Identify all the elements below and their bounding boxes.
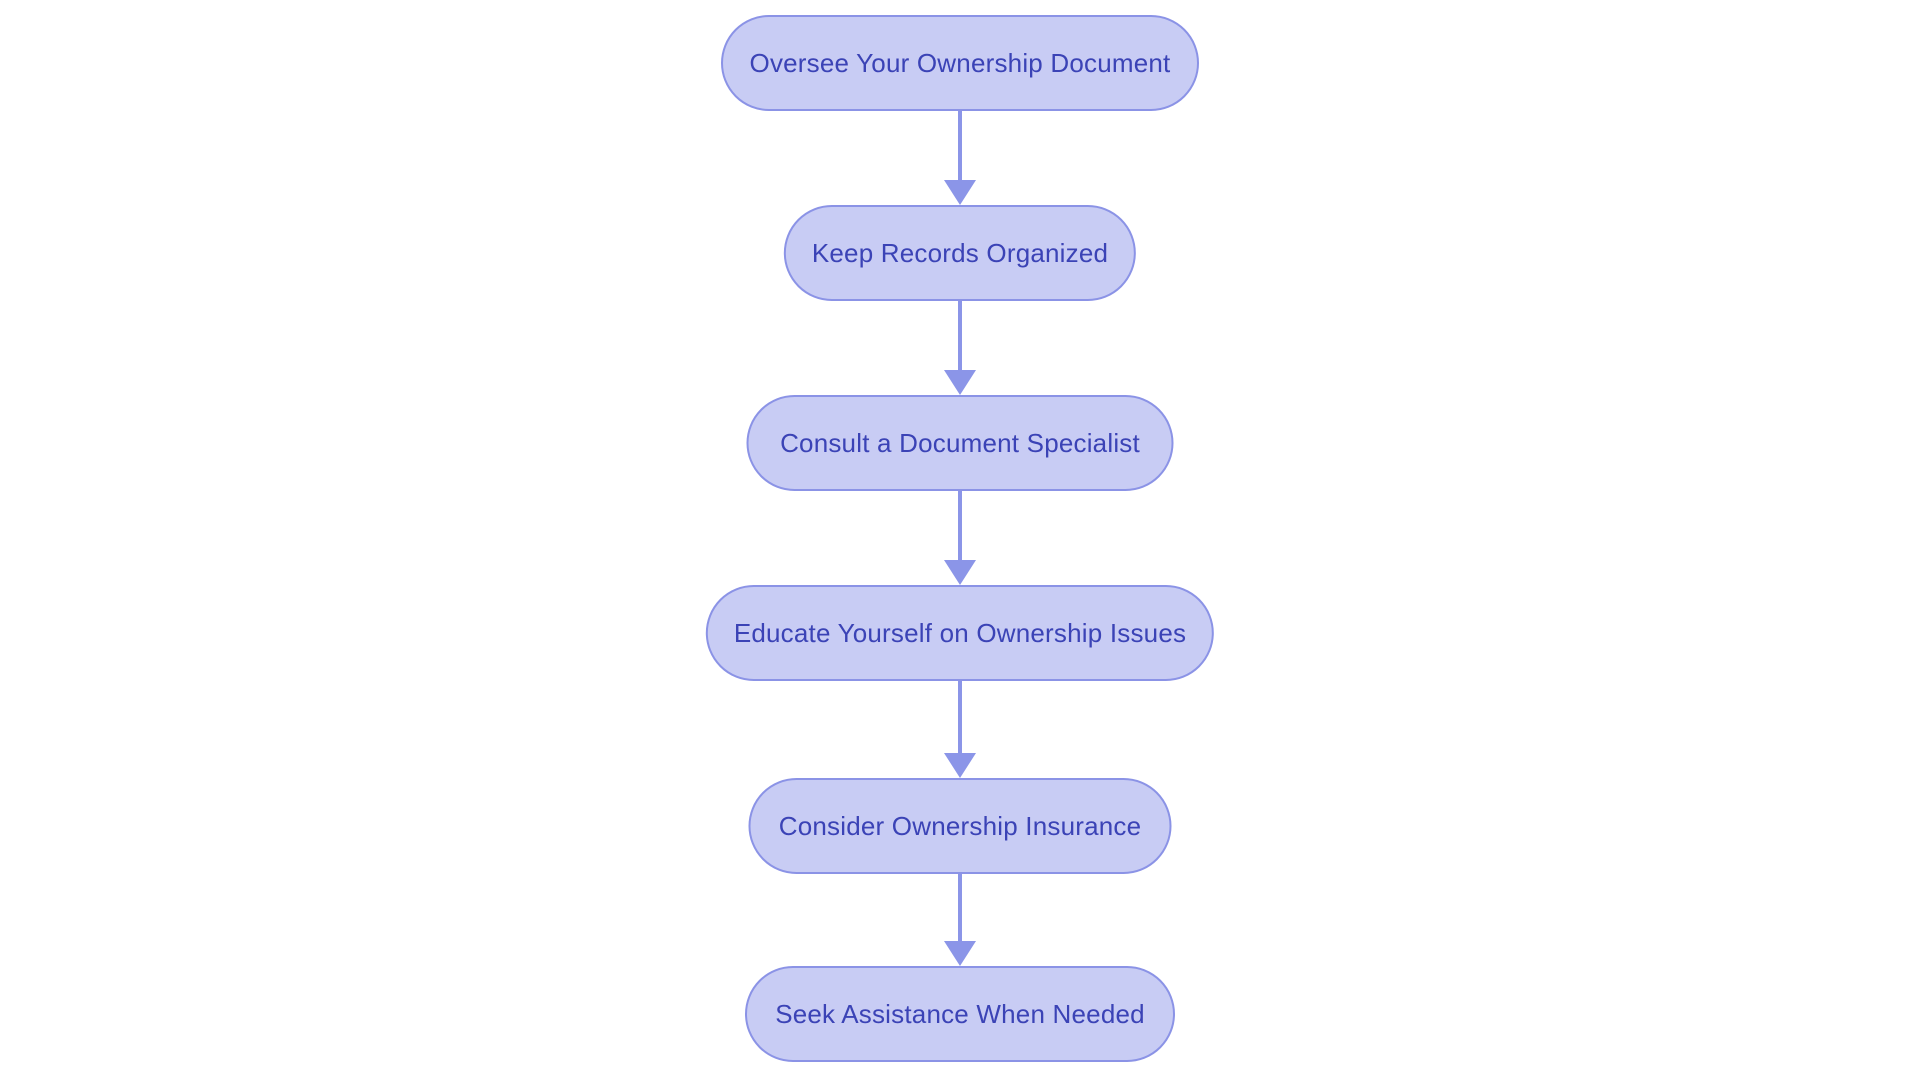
arrow-connector-2 [944,301,976,395]
flow-node-educate-yourself-ownership-issues: Educate Yourself on Ownership Issues [705,585,1215,681]
flow-node-oversee-ownership-document: Oversee Your Ownership Document [721,15,1199,111]
flow-node-seek-assistance-when-needed: Seek Assistance When Needed [745,966,1175,1062]
flow-node-label: Consult a Document Specialist [780,427,1140,458]
arrowhead-down-icon [944,560,976,585]
flow-node-keep-records-organized: Keep Records Organized [783,205,1137,301]
arrow-connector-5 [944,874,976,966]
arrowhead-down-icon [944,941,976,966]
flow-node-label: Seek Assistance When Needed [775,998,1145,1029]
arrowhead-down-icon [944,370,976,395]
arrow-line [958,874,962,943]
arrowhead-down-icon [944,180,976,205]
arrow-line [958,111,962,182]
flow-node-consider-ownership-insurance: Consider Ownership Insurance [748,778,1172,874]
arrowhead-down-icon [944,753,976,778]
arrow-line [958,491,962,562]
flow-node-consult-document-specialist: Consult a Document Specialist [746,395,1174,491]
flow-node-label: Consider Ownership Insurance [778,810,1142,841]
arrow-connector-1 [944,111,976,205]
arrow-line [958,301,962,372]
flow-node-label: Keep Records Organized [811,237,1109,268]
flow-node-label: Educate Yourself on Ownership Issues [733,617,1187,648]
arrow-connector-4 [944,681,976,778]
flow-node-label: Oversee Your Ownership Document [749,47,1171,78]
arrow-line [958,681,962,755]
arrow-connector-3 [944,491,976,585]
